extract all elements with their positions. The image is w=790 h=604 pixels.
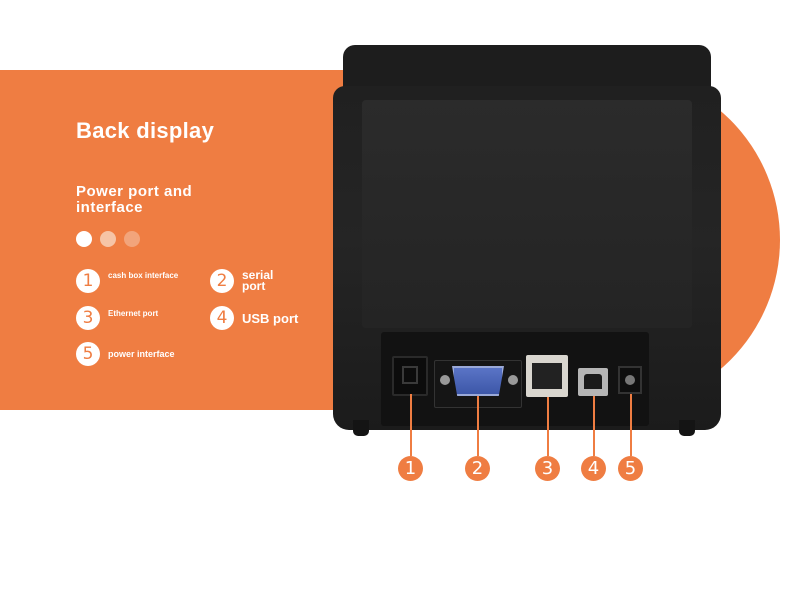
legend-item-usb-port: 4 USB port <box>210 306 298 330</box>
screw-icon <box>508 375 518 385</box>
ethernet-port-icon <box>526 355 568 397</box>
cash-box-port-icon <box>392 356 428 396</box>
leader-line <box>547 397 549 456</box>
usb-port-icon <box>578 368 608 396</box>
callout-badge: 5 <box>618 456 643 481</box>
callout-badge: 2 <box>465 456 490 481</box>
decorative-dots <box>76 231 140 247</box>
callout-badge: 4 <box>581 456 606 481</box>
leader-line <box>410 394 412 456</box>
screw-icon <box>440 375 450 385</box>
printer-foot <box>353 420 369 436</box>
dot-icon <box>76 231 92 247</box>
legend-item-serial-port: 2 serial port <box>210 269 294 293</box>
legend-item-power-interface: 5 power interface <box>76 342 175 366</box>
number-badge: 4 <box>210 306 234 330</box>
power-port-icon <box>618 366 642 394</box>
page-subtitle: Power port and interface <box>76 183 193 216</box>
number-badge: 5 <box>76 342 100 366</box>
page-title: Back display <box>76 118 215 143</box>
legend-item-cash-box: 1 cash box interface <box>76 269 178 293</box>
dot-icon <box>124 231 140 247</box>
callout-badge: 1 <box>398 456 423 481</box>
serial-port-icon <box>452 366 504 396</box>
legend-item-ethernet-port: 3 Ethernet port <box>76 306 164 330</box>
number-badge: 2 <box>210 269 234 293</box>
leader-line <box>593 396 595 456</box>
printer-foot <box>679 420 695 436</box>
legend-label: USB port <box>242 310 299 326</box>
dot-icon <box>100 231 116 247</box>
legend-label: cash box interface <box>108 270 179 280</box>
printer-back-face <box>362 100 692 328</box>
legend-label: Ethernet port <box>108 309 159 318</box>
number-badge: 1 <box>76 269 100 293</box>
number-badge: 3 <box>76 306 100 330</box>
legend-label: serial port <box>242 268 274 293</box>
leader-line <box>477 396 479 456</box>
leader-line <box>630 394 632 456</box>
legend-label: power interface <box>108 349 175 359</box>
callout-badge: 3 <box>535 456 560 481</box>
